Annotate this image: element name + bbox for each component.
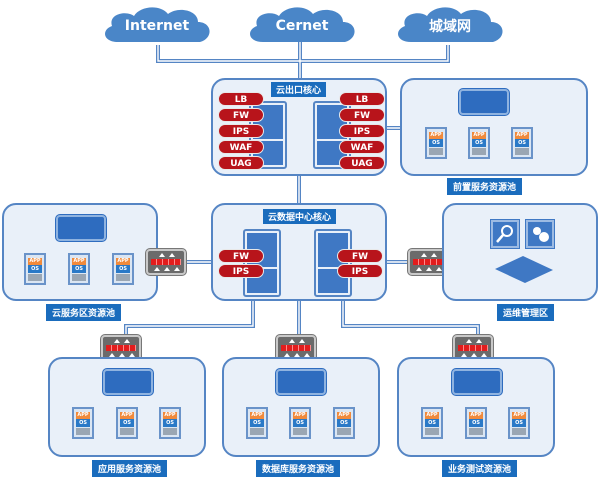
firewall-icon xyxy=(146,249,186,275)
firewall-icon xyxy=(101,335,141,361)
gears-icon xyxy=(526,220,554,248)
search-icon xyxy=(491,220,519,248)
pool-caption: 前置服务资源池 xyxy=(447,178,523,195)
service-pill: UAG xyxy=(339,156,385,170)
switch-icon xyxy=(459,89,509,115)
zone-ops-management xyxy=(442,203,598,301)
service-pill: IPS xyxy=(218,264,264,278)
pool-caption: 运维管理区 xyxy=(497,304,555,321)
service-pill: FW xyxy=(218,249,264,263)
pool-caption: 云服务区资源池 xyxy=(46,304,122,321)
core-dc-title: 云数据中心核心 xyxy=(263,209,337,224)
service-pill: LB xyxy=(339,92,385,106)
service-pill: IPS xyxy=(339,124,385,138)
service-pill: LB xyxy=(218,92,264,106)
pool-caption: 业务测试资源池 xyxy=(442,460,518,477)
cloud-internet: Internet xyxy=(98,4,216,48)
switch-icon xyxy=(276,369,326,395)
switch-icon xyxy=(56,215,106,241)
cloud-label: Cernet xyxy=(275,18,329,34)
core-router-left xyxy=(249,101,287,169)
service-pill: FW xyxy=(218,108,264,122)
service-pill: FW xyxy=(337,249,383,263)
cloud-label: 城域网 xyxy=(429,19,471,35)
pool-caption: 数据库服务资源池 xyxy=(256,460,341,477)
core-exit-title: 云出口核心 xyxy=(271,82,327,97)
cloud-cernet: Cernet xyxy=(243,4,361,48)
core-router-left xyxy=(243,229,281,297)
network-map-icon xyxy=(495,256,553,283)
core-router-right xyxy=(314,229,352,297)
cloud-metro-network: 城域网 xyxy=(391,4,509,48)
cloud-label: Internet xyxy=(124,18,190,34)
cloud-icon xyxy=(105,7,210,43)
service-pill: WAF xyxy=(218,140,264,154)
cloud-icon xyxy=(250,7,355,43)
firewall-icon xyxy=(453,335,493,361)
service-pill: UAG xyxy=(218,156,264,170)
service-pill: WAF xyxy=(339,140,385,154)
pool-caption: 应用服务资源池 xyxy=(92,460,168,477)
link-dc-app xyxy=(124,301,255,340)
service-pill: IPS xyxy=(218,124,264,138)
firewall-icon xyxy=(408,249,448,275)
cloud-icon xyxy=(398,7,503,43)
service-pill: IPS xyxy=(337,264,383,278)
switch-icon xyxy=(452,369,502,395)
service-pill: FW xyxy=(339,108,385,122)
switch-icon xyxy=(103,369,153,395)
